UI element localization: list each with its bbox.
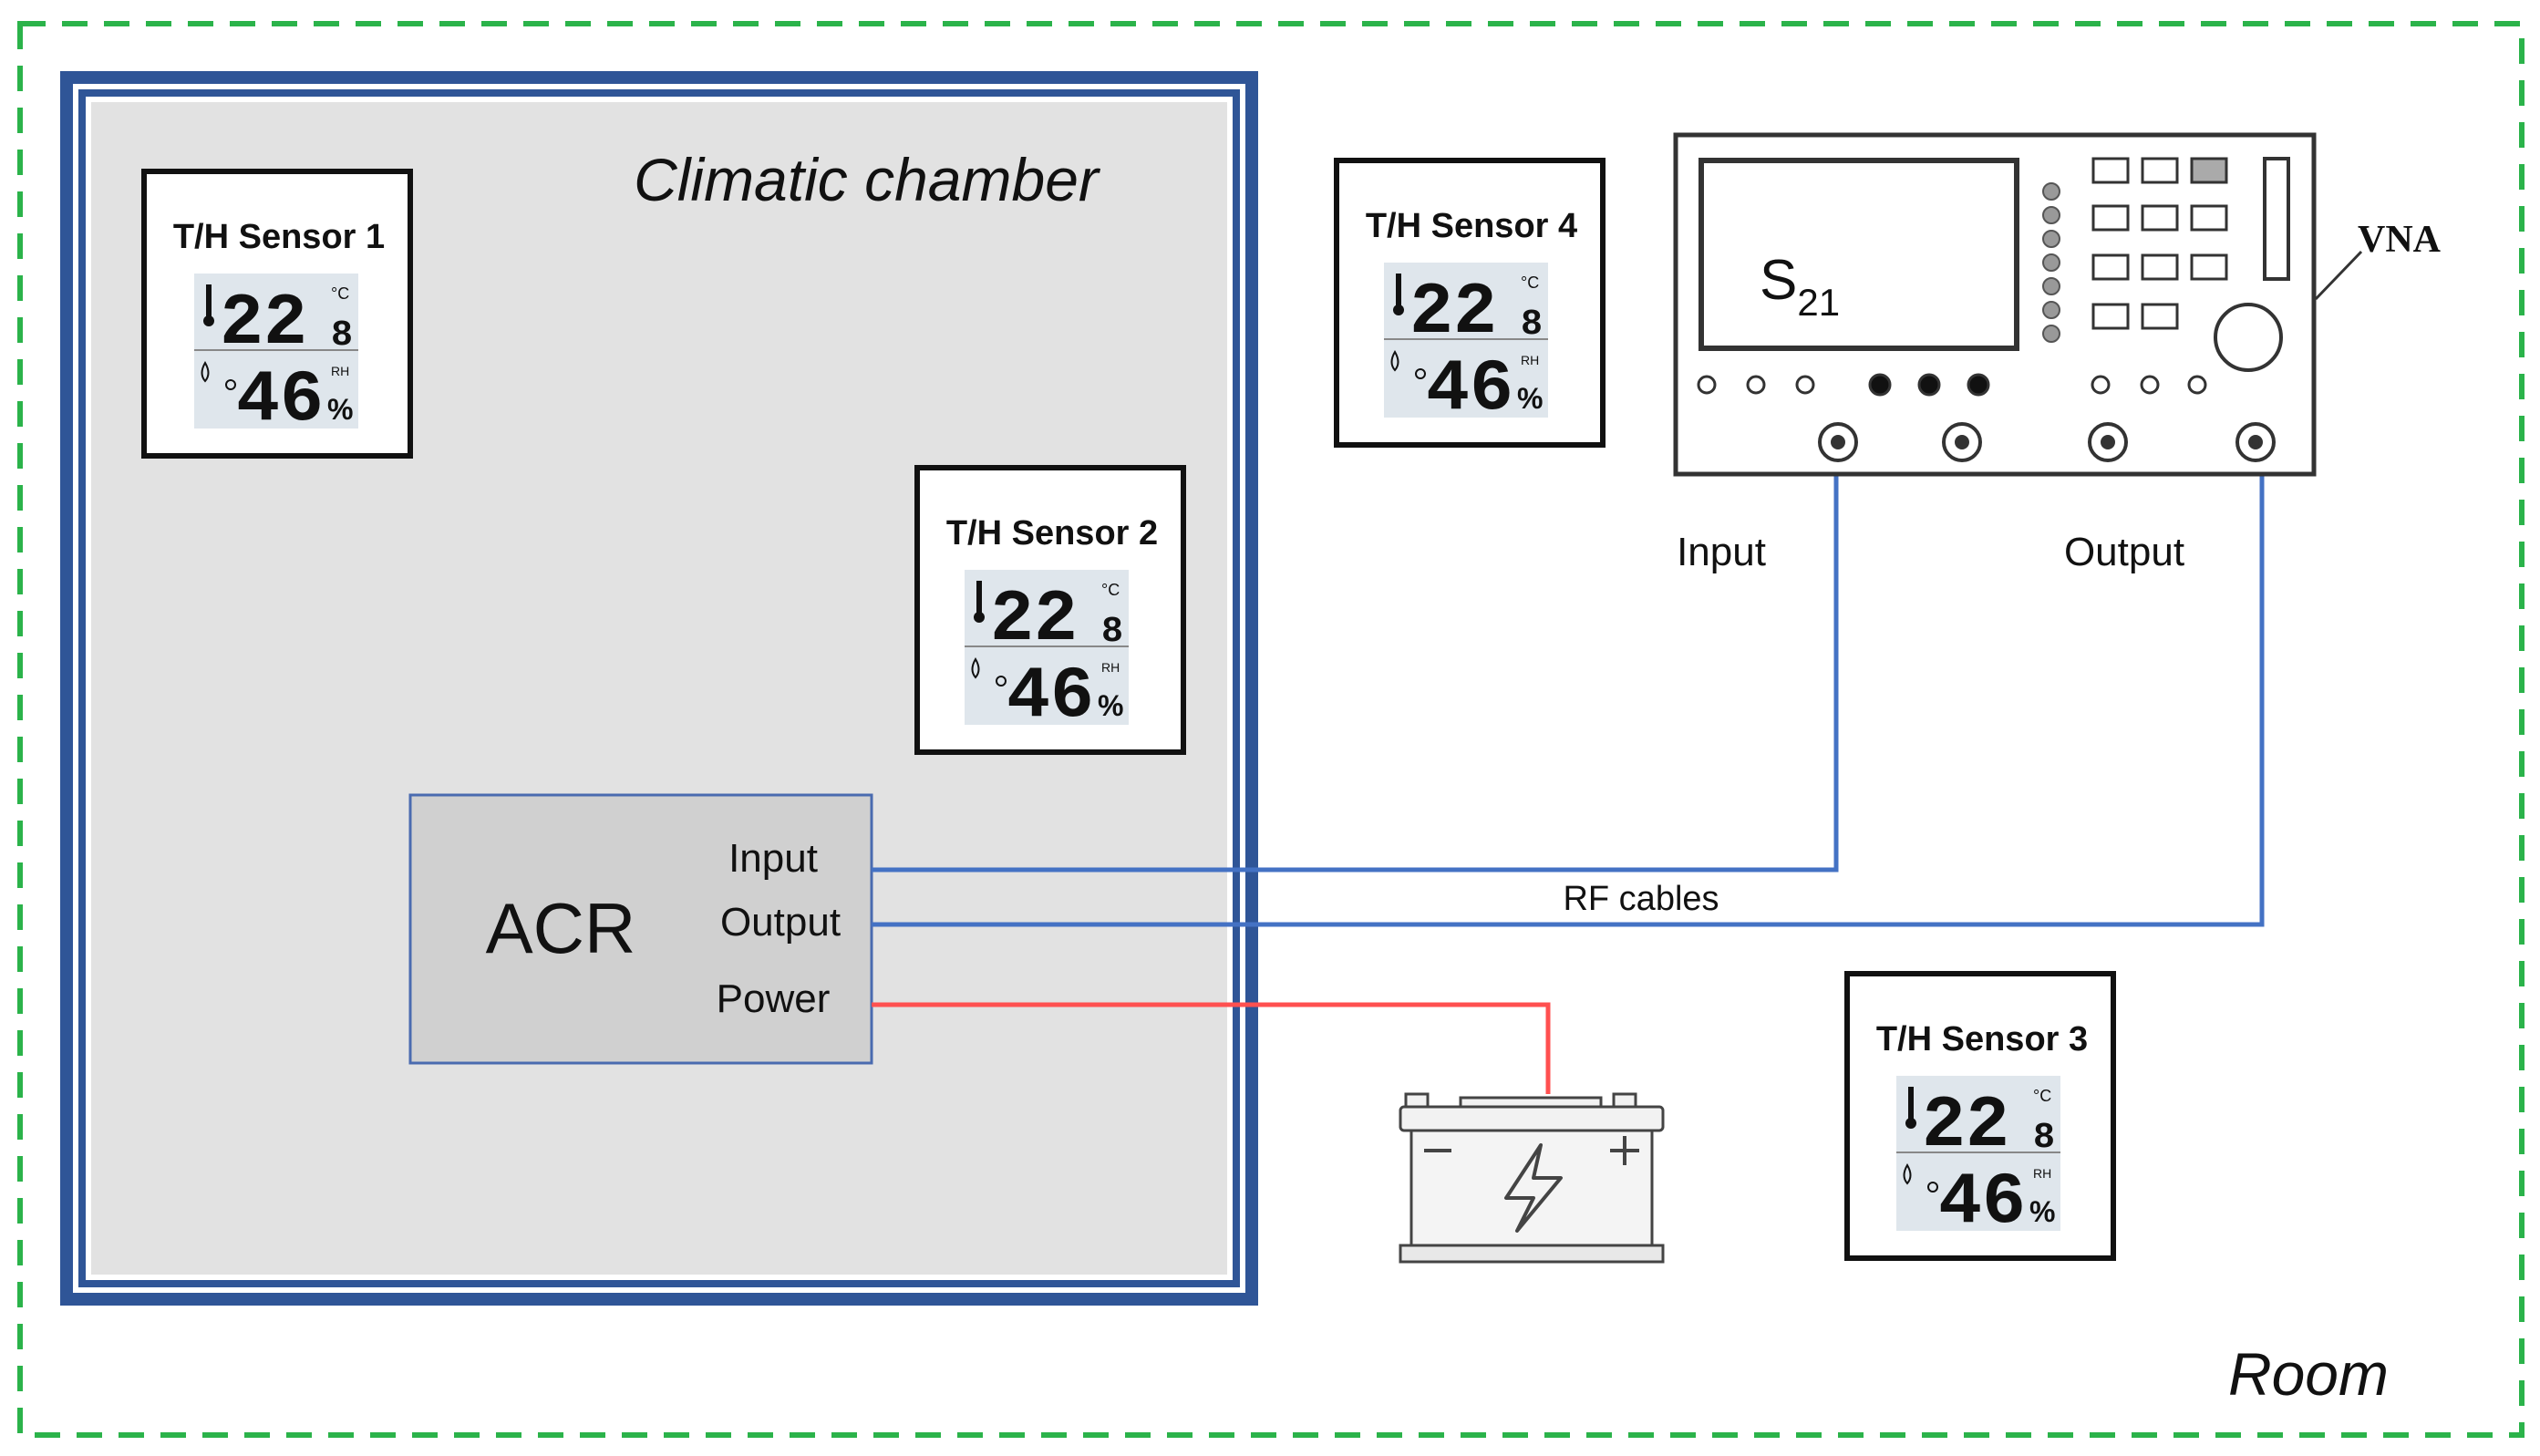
power-cable <box>872 1002 1551 1094</box>
sensor-title: T/H Sensor 2 <box>946 514 1158 552</box>
temperature-unit: °C <box>1101 581 1120 599</box>
acr-power-label: Power <box>717 976 831 1021</box>
temperature-value: 22 <box>220 283 307 366</box>
vna-instrument: S21 VNA <box>1673 132 2442 477</box>
droplet-icon <box>971 657 1007 687</box>
vna-output-label: Output <box>2064 530 2184 574</box>
percent-sign: % <box>2029 1195 2055 1228</box>
vna-ports <box>1818 422 2276 462</box>
thermometer-icon <box>974 581 985 623</box>
vna-label: VNA <box>2358 219 2442 261</box>
battery-icon <box>1399 1092 1665 1264</box>
th-sensor-3: T/H Sensor 3 22 °C 8 46 RH % <box>1844 971 2116 1261</box>
temperature-decimal: 8 <box>2033 1118 2055 1159</box>
th-sensor-1: T/H Sensor 1 22 °C 8 46 RH % <box>141 169 413 459</box>
rf-cable-output <box>872 445 2265 927</box>
sensor-display: 22 °C 8 46 RH % <box>1384 263 1548 431</box>
acr-device: ACR Input Output Power <box>408 793 873 1065</box>
acr-output-label: Output <box>720 900 841 945</box>
rh-label: RH <box>331 364 349 378</box>
percent-sign: % <box>327 393 353 426</box>
s21-label: S21 <box>1760 249 1840 324</box>
temperature-unit: °C <box>1521 274 1539 292</box>
temperature-value: 22 <box>1409 272 1497 355</box>
vna-dial <box>2214 303 2283 372</box>
temperature-decimal: 8 <box>1521 305 1543 346</box>
vna-side-knobs <box>2042 182 2060 343</box>
humidity-value: 46 <box>1938 1162 2026 1244</box>
th-sensor-4: T/H Sensor 4 22 °C 8 46 RH % <box>1334 158 1606 448</box>
sensor-display: 22 °C 8 46 RH % <box>194 274 358 442</box>
droplet-icon <box>1390 350 1426 379</box>
vna-callout-line <box>2314 250 2363 301</box>
droplet-icon <box>201 361 236 390</box>
acr-input-label: Input <box>728 836 818 881</box>
rh-label: RH <box>2033 1166 2051 1181</box>
sensor-display: 22 °C 8 46 RH % <box>965 570 1129 738</box>
humidity-value: 46 <box>1426 348 1513 431</box>
humidity-value: 46 <box>1007 656 1094 738</box>
temperature-decimal: 8 <box>331 315 353 356</box>
chamber-label: Climatic chamber <box>634 146 1101 213</box>
vna-slot <box>2263 157 2290 281</box>
rf-cable-input <box>872 445 1839 873</box>
percent-sign: % <box>1517 382 1543 415</box>
humidity-value: 46 <box>236 359 324 442</box>
room-boundary <box>17 21 2525 1438</box>
vna-keypad <box>2091 157 2228 330</box>
vna-input-label: Input <box>1677 530 1766 574</box>
droplet-icon <box>1903 1163 1938 1193</box>
rf-cables-label: RF cables <box>1563 880 1719 918</box>
percent-sign: % <box>1098 689 1123 722</box>
temperature-value: 22 <box>990 579 1078 662</box>
sensor-title: T/H Sensor 3 <box>1876 1020 2088 1058</box>
temperature-value: 22 <box>1922 1085 2009 1168</box>
th-sensor-2: T/H Sensor 2 22 °C 8 46 RH % <box>914 465 1186 755</box>
thermometer-icon <box>203 284 214 326</box>
temperature-decimal: 8 <box>1101 612 1123 653</box>
room-label: Room <box>2228 1340 2389 1408</box>
sensor-title: T/H Sensor 4 <box>1366 207 1577 245</box>
rh-label: RH <box>1521 353 1539 367</box>
thermometer-icon <box>1905 1087 1916 1129</box>
vna-indicator-row <box>1697 373 2207 397</box>
sensor-display: 22 °C 8 46 RH % <box>1896 1076 2060 1244</box>
thermometer-icon <box>1393 274 1404 315</box>
temperature-unit: °C <box>2033 1087 2051 1105</box>
temperature-unit: °C <box>331 284 349 303</box>
acr-label: ACR <box>486 888 636 968</box>
sensor-title: T/H Sensor 1 <box>173 218 385 256</box>
rh-label: RH <box>1101 660 1120 675</box>
